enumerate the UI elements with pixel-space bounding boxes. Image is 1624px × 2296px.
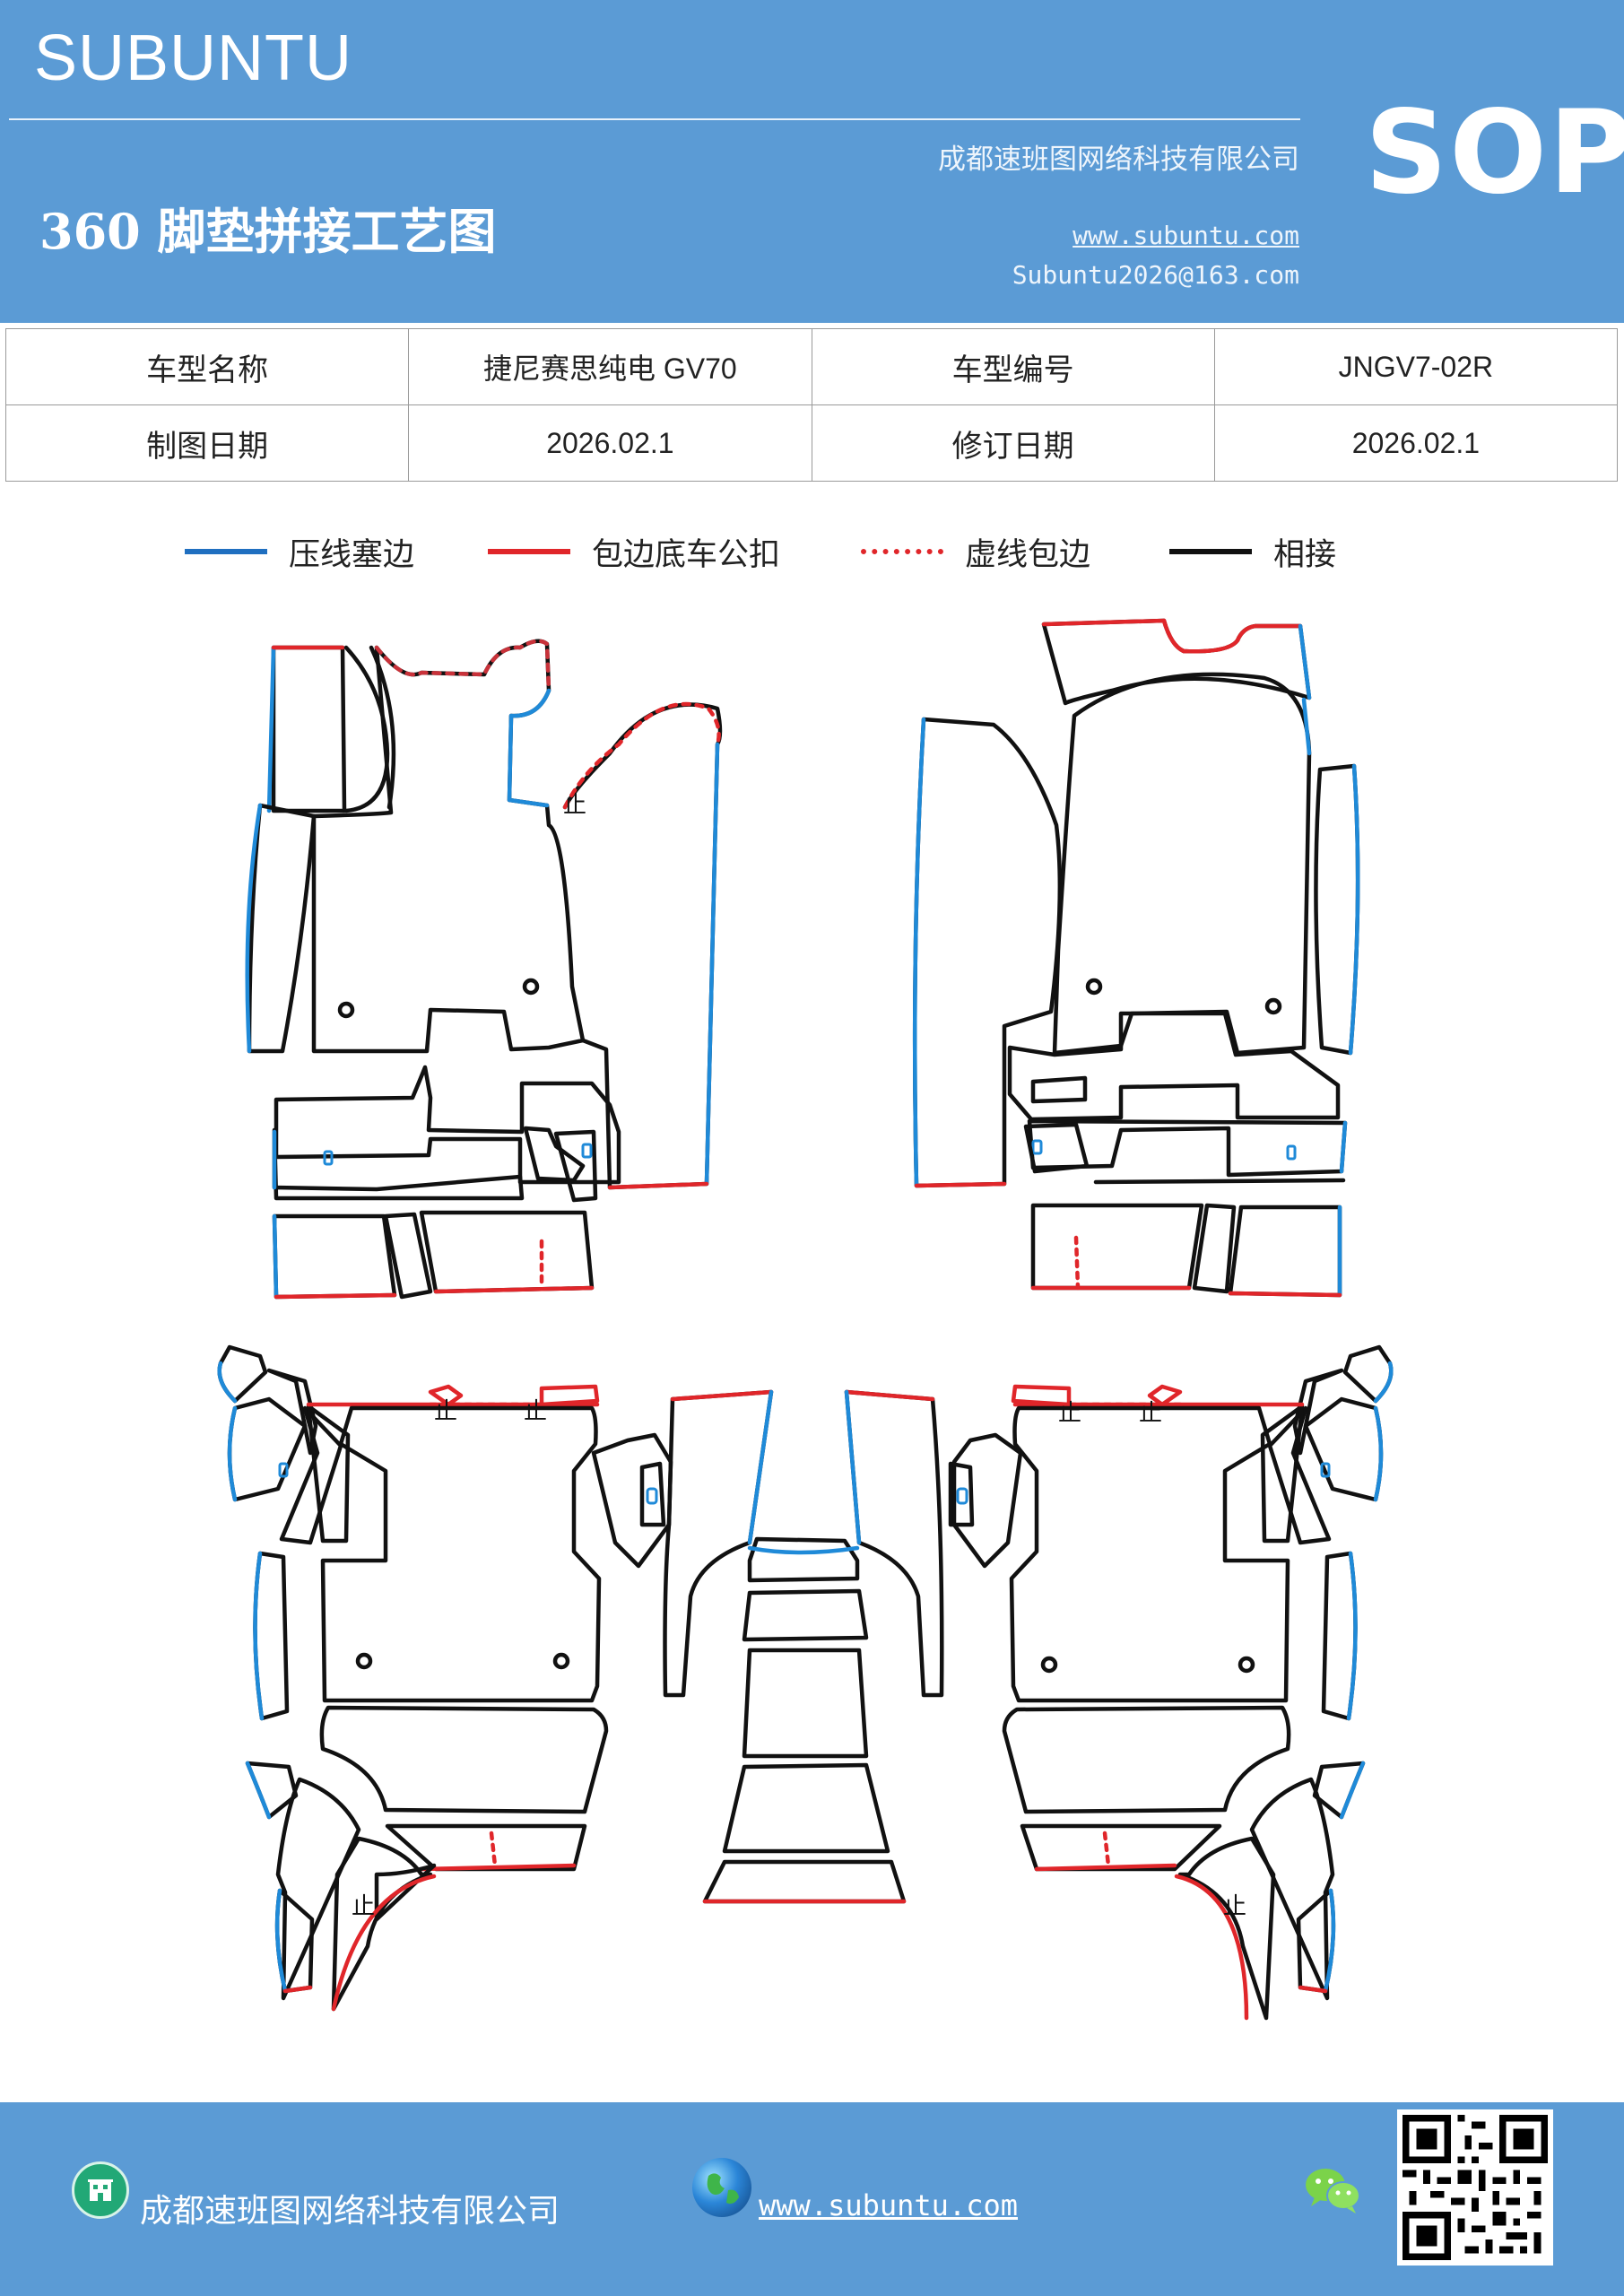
stop-mark: 止 — [352, 1893, 375, 1920]
legend-item: 相接 — [1169, 529, 1336, 574]
wechat-icon — [1302, 2163, 1365, 2217]
stop-mark: 止 — [1058, 1400, 1081, 1427]
table-row: 车型名称 捷尼赛思纯电 GV70 车型编号 JNGV7-02R — [4, 328, 1619, 405]
table-cell-value: 2026.02.1 — [1213, 404, 1619, 482]
document-title: 360 脚垫拼接工艺图 — [39, 203, 497, 260]
front-left-mat: 止 — [245, 639, 723, 1300]
header-divider — [9, 118, 1300, 120]
header-company-name: 成都速班图网络科技有限公司 — [938, 144, 1299, 176]
legend-swatch-red-dotted — [861, 549, 943, 554]
front-right-mat — [912, 618, 1360, 1298]
stop-mark: 止 — [563, 792, 586, 819]
legend-label: 相接 — [1273, 536, 1337, 573]
qr-code[interactable] — [1397, 2109, 1553, 2266]
footer-website-link[interactable]: www.subuntu.com — [759, 2188, 1018, 2222]
table-cell-label: 制图日期 — [4, 404, 410, 482]
legend-swatch-black — [1169, 549, 1252, 554]
table-cell-value: 2026.02.1 — [408, 404, 812, 482]
floor-mat-diagram: 止 — [217, 618, 1394, 2021]
table-cell-label: 车型名称 — [4, 328, 410, 405]
stop-mark: 止 — [434, 1398, 457, 1425]
table-cell-value: 捷尼赛思纯电 GV70 — [408, 328, 812, 405]
legend-item: 包边底车公扣 — [488, 529, 780, 574]
header-email: Subuntu2026@163.com — [1012, 260, 1299, 290]
globe-icon — [692, 2158, 751, 2217]
header-website-link[interactable]: www.subuntu.com — [1073, 221, 1299, 250]
rear-right-mat: 止 止 止 — [1002, 1344, 1394, 2021]
legend-swatch-blue — [185, 549, 267, 554]
legend-item: 压线塞边 — [185, 529, 414, 574]
legend-item: 虚线包边 — [861, 529, 1090, 574]
building-icon — [72, 2161, 129, 2219]
table-cell-value: JNGV7-02R — [1213, 328, 1619, 405]
stop-mark: 止 — [1223, 1893, 1246, 1920]
stop-mark: 止 — [1139, 1400, 1162, 1427]
footer-company-name: 成都速班图网络科技有限公司 — [140, 2193, 560, 2230]
legend-label: 虚线包边 — [965, 536, 1091, 573]
brand-logo-text: SUBUNTU — [34, 22, 353, 94]
legend: 压线塞边 包边底车公扣 虚线包边 相接 — [0, 529, 1624, 574]
table-cell-label: 修订日期 — [811, 404, 1215, 482]
stop-mark: 止 — [524, 1398, 547, 1425]
center-tunnel-mats — [591, 1389, 1023, 1904]
legend-swatch-red — [488, 549, 570, 554]
rear-left-mat: 止 止 止 — [217, 1344, 609, 2012]
header-banner — [0, 0, 1624, 323]
legend-label: 压线塞边 — [289, 536, 415, 573]
legend-label: 包边底车公扣 — [592, 536, 781, 573]
table-row: 制图日期 2026.02.1 修订日期 2026.02.1 — [4, 404, 1619, 482]
sop-badge: SOP — [1365, 86, 1624, 220]
vehicle-info-table: 车型名称 捷尼赛思纯电 GV70 车型编号 JNGV7-02R 制图日期 202… — [4, 328, 1619, 482]
table-cell-label: 车型编号 — [811, 328, 1215, 405]
